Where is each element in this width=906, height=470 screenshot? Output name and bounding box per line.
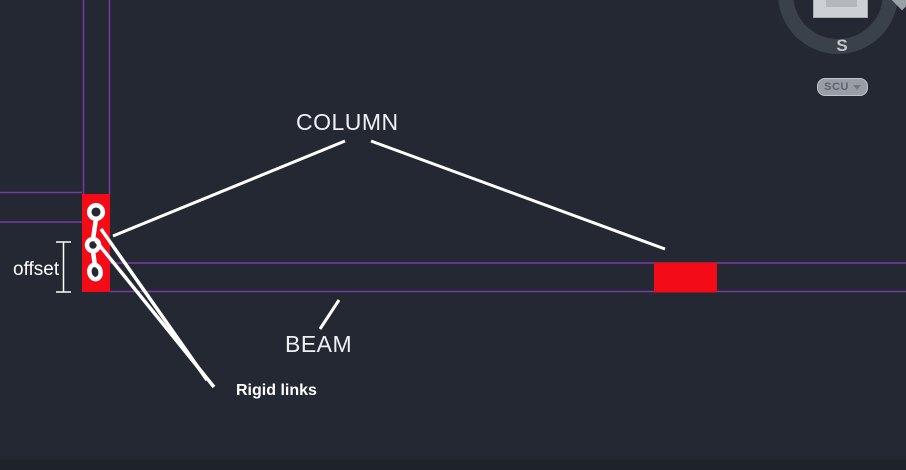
column-label[interactable]: COLUMN — [296, 109, 399, 135]
beam-leader-line[interactable] — [318, 299, 341, 330]
rigid-link-node-1[interactable] — [86, 202, 106, 222]
rigid-link-connector-1[interactable] — [90, 218, 99, 240]
rigid-links-leader-2[interactable] — [94, 239, 216, 389]
statusbar-strip — [0, 459, 906, 470]
rigid-links-label[interactable]: Rigid links — [236, 382, 317, 399]
ucs-button[interactable]: SCU — [817, 78, 868, 96]
offset-label[interactable]: offset — [13, 259, 60, 280]
column-leader-right-line[interactable] — [370, 139, 666, 251]
viewcube-south-label[interactable]: S — [836, 36, 848, 55]
viewcube-face-top-edge — [826, 0, 857, 7]
column-leader-left-line[interactable] — [112, 139, 346, 238]
caret-down-icon — [852, 84, 861, 90]
rigid-link-node-3[interactable] — [87, 262, 103, 282]
beam-label[interactable]: BEAM — [285, 331, 353, 357]
column-section-rigid-zone[interactable] — [654, 262, 717, 293]
ucs-button-label: SCU — [824, 80, 849, 93]
